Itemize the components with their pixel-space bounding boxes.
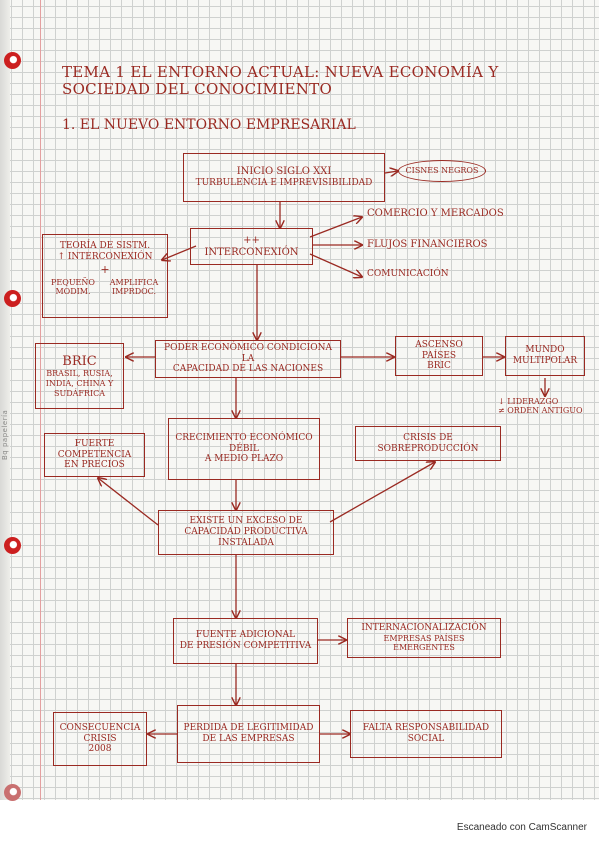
node-teoria-plus: + [100, 262, 110, 276]
node-inicio-line2: TURBULENCIA E IMPREVISIBILIDAD [195, 178, 373, 189]
label-liderazgo-line1: ↓ LIDERAZGO [498, 397, 559, 406]
label-comercio: COMERCIO Y MERCADOS [367, 208, 504, 219]
node-perdida-line2: DE LAS EMPRESAS [202, 734, 295, 744]
node-falta-line1: FALTA RESPONSABILIDAD [362, 723, 490, 734]
node-internac-line1: INTERNACIONALIZACIÓN [361, 623, 487, 633]
node-crisis-sobreproduccion: CRISIS DE SOBREPRODUCCIÓN [355, 426, 501, 461]
node-teoria-line2: ↑ INTERCONEXIÓN [57, 251, 153, 262]
node-bric-line1: BRASIL, RUSIA, [46, 369, 113, 379]
node-competencia-line1: FUERTE COMPETENCIA [57, 438, 132, 460]
node-crecimiento-line1: CRECIMIENTO ECONÓMICO [175, 432, 313, 443]
arrow-inter-to-comercio [309, 217, 362, 238]
label-comunicacion: COMUNICACIÓN [367, 269, 449, 279]
node-teoria-sistemas: TEORÍA DE SISTM. ↑ INTERCONEXIÓN + PEQUE… [42, 234, 168, 318]
node-mundo-line2: MULTIPOLAR [512, 356, 578, 366]
binder-hole [4, 784, 21, 801]
node-crisis-label: CRISIS DE SOBREPRODUCCIÓN [377, 432, 479, 454]
label-liderazgo-line2: ≠ ORDEN ANTIGUO [498, 405, 583, 415]
node-teoria-right: AMPLIFICA IMPRDOC. [109, 277, 159, 297]
node-exceso-line1: EXISTE UN EXCESO DE [189, 516, 303, 527]
node-fuente-line1: FUENTE ADICIONAL [195, 630, 296, 641]
node-falta-responsabilidad: FALTA RESPONSABILIDAD SOCIAL [350, 710, 502, 758]
node-perdida-line1: PERDIDA DE LEGITIMIDAD [183, 723, 314, 734]
node-consecuencia-line1: CONSECUENCIA [59, 722, 141, 733]
node-ascenso-bric: ASCENSO PAÍSES BRIC [395, 336, 483, 376]
node-teoria-line1: TEORÍA DE SISTM. [59, 241, 151, 251]
node-bric: BRIC BRASIL, RUSIA, INDIA, CHINA Y SUDÁF… [35, 343, 124, 409]
node-crecimiento-line2: DÉBIL [229, 443, 259, 454]
node-fuente-adicional: FUENTE ADICIONAL DE PRESIÓN COMPETITIVA [173, 618, 318, 664]
node-bric-title: BRIC [62, 353, 97, 369]
node-internac-line2: EMPRESAS PAÍSES EMERGENTES [383, 633, 465, 653]
binder-hole [4, 52, 21, 69]
node-competencia-line2: EN PRECIOS [64, 460, 125, 471]
node-crecimiento: CRECIMIENTO ECONÓMICO DÉBIL A MEDIO PLAZ… [168, 418, 320, 480]
node-internacionalizacion: INTERNACIONALIZACIÓN EMPRESAS PAÍSES EME… [347, 618, 501, 658]
page-title: TEMA 1 EL ENTORNO ACTUAL: NUEVA ECONOMÍA… [62, 63, 499, 98]
node-perdida-legitimidad: PERDIDA DE LEGITIMIDAD DE LAS EMPRESAS [177, 705, 320, 763]
node-ascenso-line1: ASCENSO PAÍSES [415, 339, 463, 361]
node-bric-line2: INDIA, CHINA Y [45, 379, 114, 388]
section-heading: 1. EL NUEVO ENTORNO EMPRESARIAL [62, 117, 356, 133]
node-inicio-siglo: INICIO SIGLO XXI TURBULENCIA E IMPREVISI… [183, 153, 385, 202]
arrow-exceso-to-competencia [98, 478, 159, 526]
arrow-inter-to-comunicacion [309, 253, 362, 277]
node-cisnes-label: CISNES NEGROS [405, 166, 479, 176]
arrow-inicio-to-cisne [384, 171, 398, 173]
node-consecuencia-line3: 2008 [88, 744, 112, 755]
node-consecuencia-line2: CRISIS [83, 733, 117, 744]
node-bric-line3: SUDÁFRICA [53, 388, 106, 398]
node-interconexion-label: ++ INTERCONEXIÓN [204, 234, 299, 258]
node-exceso-line2: CAPACIDAD PRODUCTIVA INSTALADA [184, 527, 308, 548]
node-mundo-line1: MUNDO [525, 345, 565, 356]
binder-hole [4, 537, 21, 554]
node-teoria-left: PEQUEÑO MODIM. [51, 277, 95, 297]
arrow-exceso-to-crisis [329, 462, 435, 523]
binder-hole [4, 290, 21, 307]
node-poder-economico: PODER ECONÓMICO CONDICIONA LA CAPACIDAD … [155, 340, 341, 378]
node-cisnes-negros: CISNES NEGROS [398, 160, 486, 182]
node-falta-line2: SOCIAL [407, 734, 445, 744]
node-fuente-line2: DE PRESIÓN COMPETITIVA [179, 641, 312, 651]
node-poder-line1: PODER ECONÓMICO CONDICIONA LA [164, 342, 332, 364]
margin-line [40, 0, 41, 800]
node-mundo-multipolar: MUNDO MULTIPOLAR [505, 336, 585, 376]
page-edge [0, 0, 10, 800]
scanner-watermark: Escaneado con CamScanner [456, 822, 587, 833]
notebook-sheet [0, 0, 599, 800]
node-fuerte-competencia: FUERTE COMPETENCIA EN PRECIOS [44, 433, 145, 477]
node-consecuencia-crisis: CONSECUENCIA CRISIS 2008 [53, 712, 147, 766]
label-liderazgo: ↓ LIDERAZGO ≠ ORDEN ANTIGUO [498, 397, 583, 416]
node-ascenso-line2: BRIC [427, 361, 451, 372]
node-poder-line2: CAPACIDAD DE LAS NACIONES [172, 364, 324, 375]
node-interconexion: ++ INTERCONEXIÓN [190, 228, 313, 265]
node-inicio-line1: INICIO SIGLO XXI [236, 166, 332, 178]
node-exceso-capacidad: EXISTE UN EXCESO DE CAPACIDAD PRODUCTIVA… [158, 510, 334, 555]
node-crecimiento-line3: A MEDIO PLAZO [204, 454, 284, 465]
label-flujos: FLUJOS FINANCIEROS [367, 239, 488, 250]
